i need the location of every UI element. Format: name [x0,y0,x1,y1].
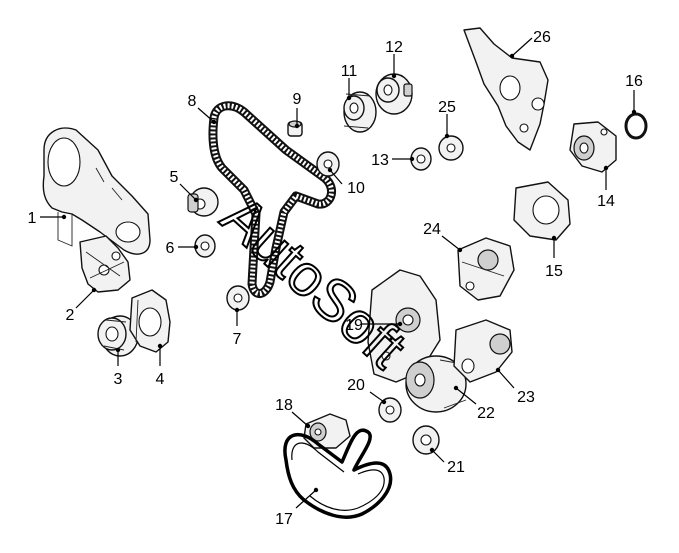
idler-roller-right [316,151,340,177]
callout-12: 12 [385,39,403,79]
callout-label-24: 24 [423,221,441,238]
callout-label-13: 13 [371,152,389,169]
callout-22: 22 [453,385,495,422]
callout-13: 13 [371,152,415,169]
callout-label-19: 19 [345,317,363,334]
callout-9: 9 [293,91,302,129]
callout-3: 3 [114,347,123,388]
callout-7: 7 [233,307,242,348]
crankshaft-pulley [97,315,139,357]
callout-label-22: 22 [477,405,495,422]
bushing [287,120,303,137]
callout-20: 20 [347,377,387,405]
callout-6: 6 [166,240,199,257]
callout-label-7: 7 [233,331,242,348]
callout-5: 5 [170,169,199,203]
callout-11: 11 [341,63,358,101]
callout-24: 24 [423,221,463,253]
idler-roller-bottom [412,425,440,455]
timing-cover-inner [79,235,131,293]
callout-16: 16 [625,73,643,115]
callout-25: 25 [438,99,456,139]
callout-label-21: 21 [447,459,465,476]
callout-26: 26 [509,29,551,59]
timing-cover-outer [42,127,151,255]
crank-seal-housing [129,289,171,353]
camshaft-pulley [343,91,377,133]
callout-21: 21 [429,447,465,476]
callout-4: 4 [156,343,165,388]
rear-cover-plate [463,27,549,151]
callout-label-25: 25 [438,99,456,116]
callout-label-6: 6 [166,240,175,257]
callout-2: 2 [66,287,97,324]
alternator [405,355,467,413]
callout-label-23: 23 [517,389,535,406]
ribbed-belt [283,428,393,519]
o-ring [624,112,648,140]
belt-tensioner [303,413,351,449]
timing-belt [208,101,336,298]
callout-label-11: 11 [341,63,358,80]
oil-pump-housing [367,269,441,383]
tensioner-pulley [187,187,219,217]
callout-18: 18 [275,397,311,429]
callout-23: 23 [495,367,535,406]
idler-roller-small [194,234,216,258]
idler-roller-upper [438,135,464,161]
callout-15: 15 [545,235,563,280]
callout-label-14: 14 [597,193,615,210]
callout-label-9: 9 [293,91,302,108]
callout-label-5: 5 [170,169,179,186]
pump-pulley [375,73,413,115]
callout-17: 17 [275,487,319,528]
callout-label-16: 16 [625,73,643,90]
callout-label-17: 17 [275,511,293,528]
callout-label-12: 12 [385,39,403,56]
callout-label-20: 20 [347,377,365,394]
callout-8: 8 [188,93,217,125]
callouts: 1 2 3 4 5 6 7 8 [28,29,643,528]
idler-roller-lower [226,285,250,311]
callout-label-26: 26 [533,29,551,46]
seal-housing [513,181,571,241]
callout-label-18: 18 [275,397,293,414]
callout-label-4: 4 [156,371,165,388]
callout-label-2: 2 [66,307,75,324]
water-pump [569,121,617,173]
callout-19: 19 [345,317,403,334]
thermostat-housing [453,319,513,383]
callout-14: 14 [597,165,615,210]
high-pressure-pump [457,237,515,301]
callout-label-3: 3 [114,371,123,388]
callout-label-15: 15 [545,263,563,280]
callout-1: 1 [28,210,67,227]
callout-label-10: 10 [347,180,365,197]
callout-label-8: 8 [188,93,197,110]
callout-10: 10 [327,167,365,197]
callout-label-1: 1 [28,210,37,227]
